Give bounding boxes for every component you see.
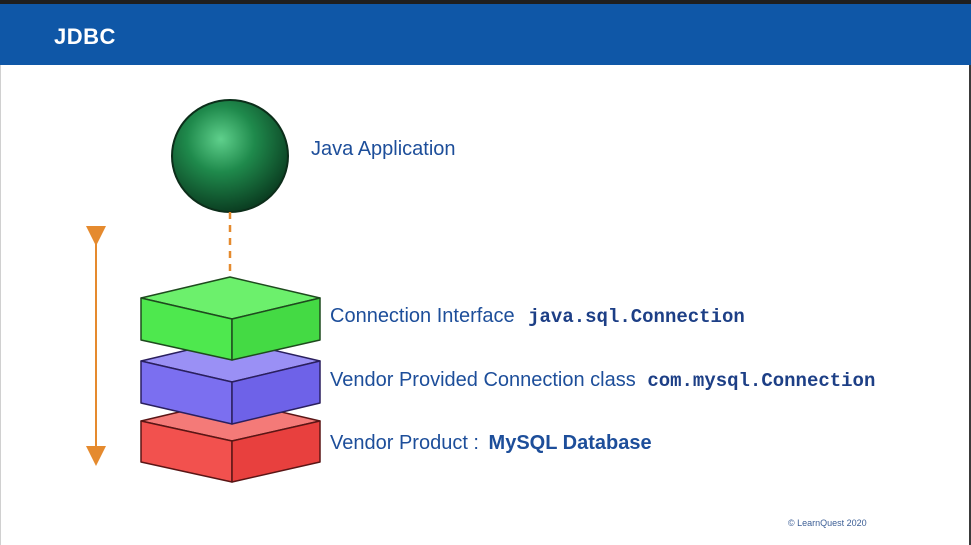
vendor-product-name: MySQL Database xyxy=(488,432,652,454)
vendor-class-label: Vendor Provided Connection class com.mys… xyxy=(330,369,875,392)
red-layer-block xyxy=(140,399,321,483)
java-application-sphere xyxy=(171,99,289,213)
vendor-product-label: Vendor Product : MySQL Database xyxy=(330,432,652,455)
java-application-label: Java Application xyxy=(311,138,456,161)
blue-layer-block xyxy=(140,339,321,425)
frame-left-edge xyxy=(0,65,1,545)
frame-right-edge xyxy=(969,65,971,545)
java-application-text: Java Application xyxy=(311,138,456,160)
connection-interface-label: Connection Interface java.sql.Connection xyxy=(330,305,745,328)
slide-title: JDBC xyxy=(54,24,116,49)
vendor-class-code: com.mysql.Connection xyxy=(647,370,876,392)
green-layer-block xyxy=(140,276,321,361)
top-border xyxy=(0,0,971,4)
vendor-class-text: Vendor Provided Connection class xyxy=(330,369,636,391)
vendor-product-text: Vendor Product : xyxy=(330,432,479,454)
copyright-footer: © LearnQuest 2020 xyxy=(788,518,867,528)
connection-interface-code: java.sql.Connection xyxy=(528,306,745,328)
connection-interface-text: Connection Interface xyxy=(330,305,515,327)
slide-header: JDBC xyxy=(0,4,971,65)
